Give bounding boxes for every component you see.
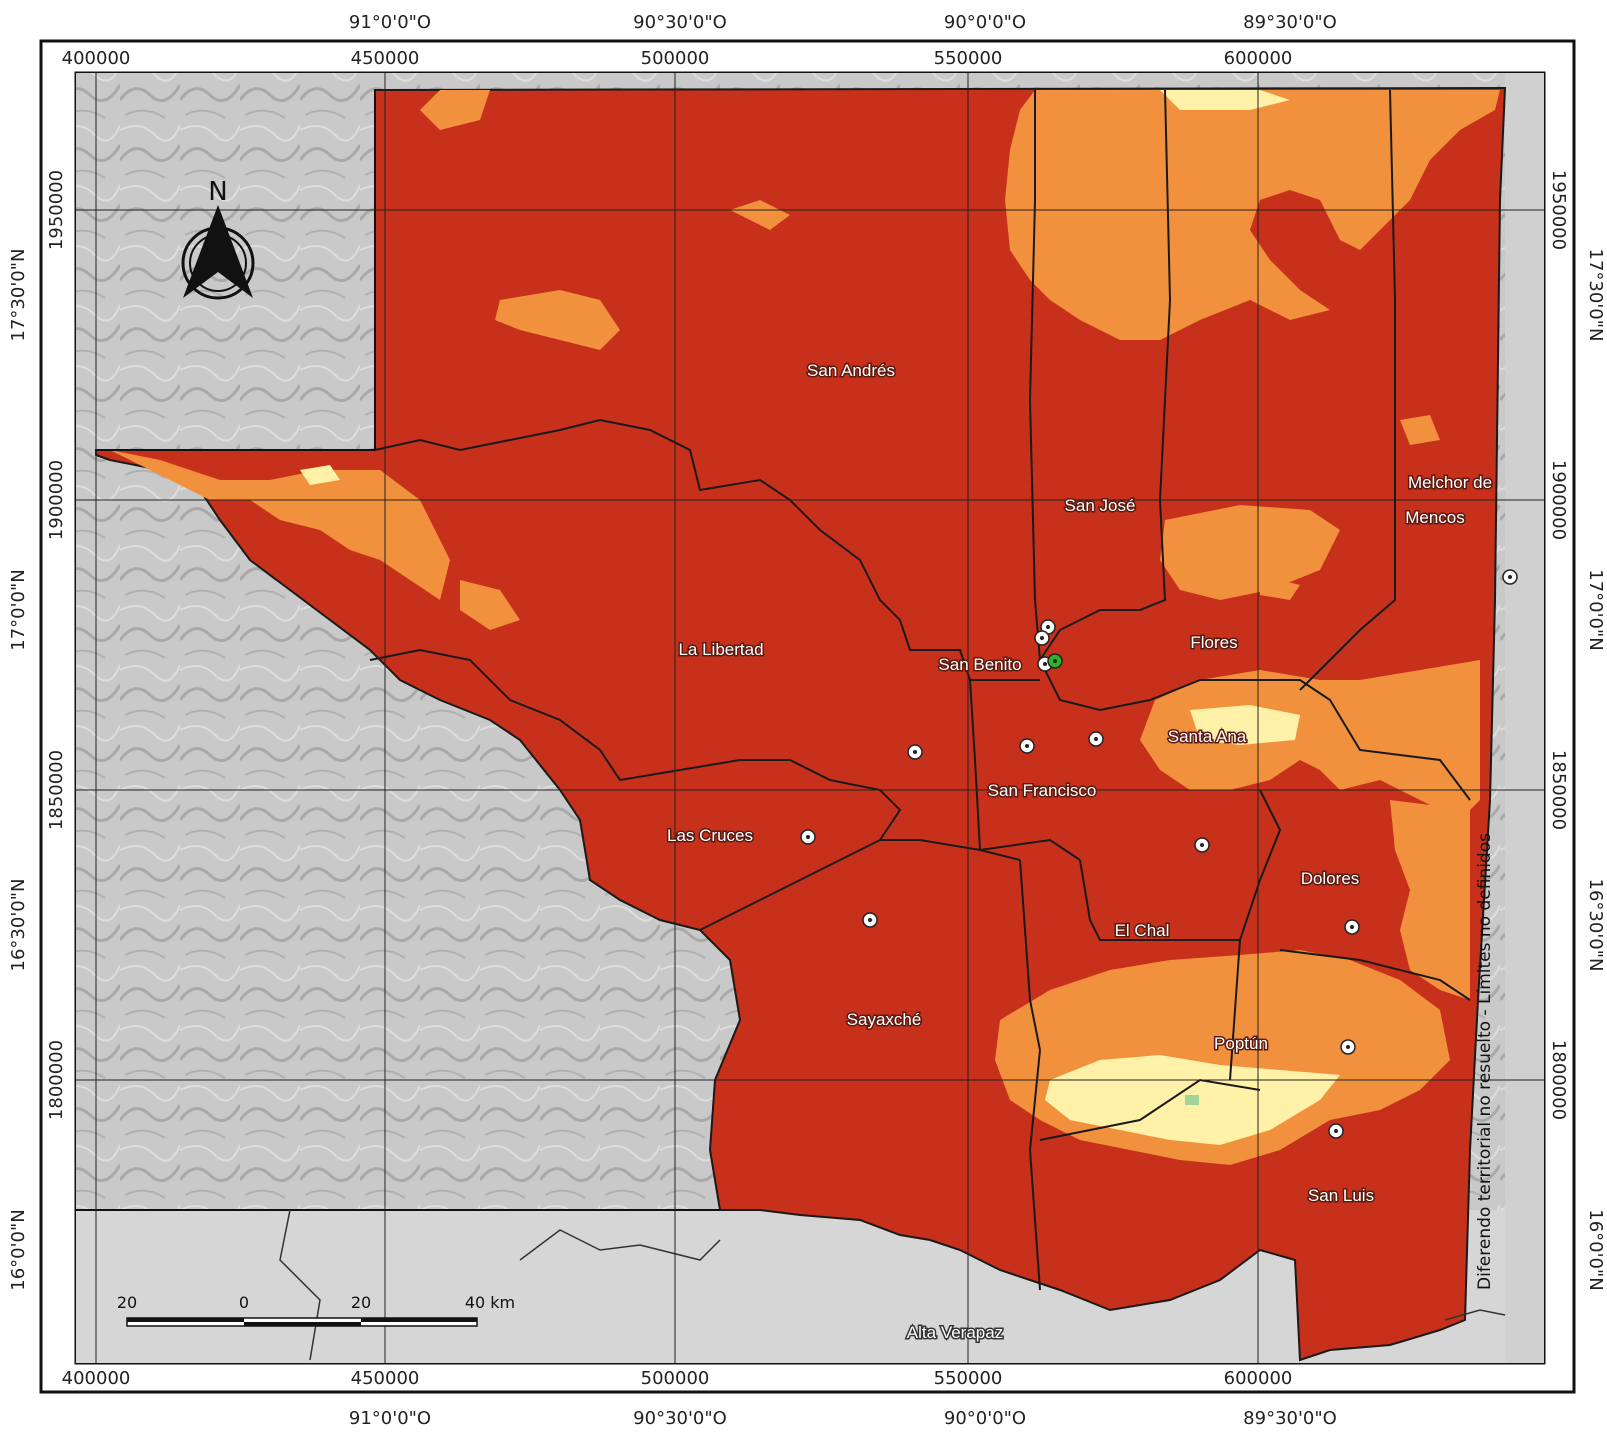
municipality-label: Santa Ana [1168, 727, 1247, 746]
bottom-easting-label: 500000 [641, 1368, 710, 1389]
seat-marker [1034, 630, 1050, 646]
belize-area [1505, 73, 1544, 1363]
bottom-easting-label: 450000 [351, 1368, 420, 1389]
north-arrow-icon: N [181, 177, 255, 300]
top-longitude-label: 90°30'0"O [633, 12, 727, 33]
top-easting-label: 400000 [62, 48, 131, 69]
municipality-label: El Chal [1115, 921, 1170, 940]
municipality-label: San Luis [1308, 1186, 1374, 1205]
left-latitude-label: 17°0'0"N [8, 569, 29, 651]
left-northing-label: 1800000 [46, 1040, 67, 1120]
municipality-label: Las Cruces [667, 826, 753, 845]
municipality-label: Melchor de [1408, 473, 1492, 492]
bottom-easting-label: 550000 [934, 1368, 1003, 1389]
top-easting-label: 550000 [934, 48, 1003, 69]
municipality-label: San Francisco [988, 781, 1097, 800]
grid-lines [76, 73, 1544, 1363]
right-northing-label: 1800000 [1548, 1040, 1569, 1120]
left-northing-label: 1900000 [46, 460, 67, 540]
municipality-label: Mencos [1405, 508, 1465, 527]
top-longitude-label: 91°0'0"O [349, 12, 431, 33]
right-latitude-label: 17°0'0"N [1585, 569, 1606, 651]
bottom-easting-label: 400000 [62, 1368, 131, 1389]
scale-label: 0 [239, 1293, 249, 1312]
neighbor-label: Alta Verapaz [907, 1323, 1003, 1342]
right-latitude-label: 17°30'0"N [1585, 249, 1606, 342]
municipality-label: Sayaxché [847, 1010, 922, 1029]
left-northing-label: 1850000 [46, 750, 67, 830]
seat-marker [800, 829, 816, 845]
seat-marker [1344, 919, 1360, 935]
right-latitude-label: 16°30'0"N [1585, 879, 1606, 972]
right-northing-label: 1950000 [1548, 170, 1569, 250]
bottom-easting-label: 600000 [1224, 1368, 1293, 1389]
left-northing-label: 1950000 [46, 170, 67, 250]
right-latitude-label: 16°0'0"N [1585, 1209, 1606, 1291]
top-longitude-label: 90°0'0"O [944, 12, 1026, 33]
top-longitude-label: 89°30'0"O [1243, 12, 1337, 33]
municipality-label: San Andrés [807, 361, 895, 380]
neighbor-boundaries [279, 1209, 1506, 1361]
top-easting-label: 500000 [641, 48, 710, 69]
territorial-note: Diferendo territorial no resuelto - Lími… [1475, 833, 1495, 1290]
bottom-longitude-label: 90°30'0"O [633, 1408, 727, 1429]
right-northing-label: 1900000 [1548, 460, 1569, 540]
municipality-label: Poptún [1214, 1034, 1268, 1053]
left-latitude-label: 16°30'0"N [8, 879, 29, 972]
municipality-label: Dolores [1301, 869, 1360, 888]
seat-marker [862, 912, 878, 928]
municipality-label: La Libertad [678, 640, 763, 659]
seat-marker [1340, 1039, 1356, 1055]
low-risk-zone [1185, 1095, 1199, 1105]
seat-marker [1088, 731, 1104, 747]
top-easting-label: 600000 [1224, 48, 1293, 69]
scale-label: 20 [351, 1293, 371, 1312]
left-latitude-label: 16°0'0"N [8, 1209, 29, 1291]
capital-marker [1047, 653, 1063, 669]
right-northing-label: 1850000 [1548, 750, 1569, 830]
bottom-longitude-label: 89°30'0"O [1243, 1408, 1337, 1429]
seat-marker [1328, 1123, 1344, 1139]
top-easting-label: 450000 [351, 48, 420, 69]
bottom-longitude-label: 91°0'0"O [349, 1408, 431, 1429]
seat-marker [907, 744, 923, 760]
municipality-label: Flores [1190, 633, 1237, 652]
municipal-boundaries [369, 89, 1471, 1291]
scale-label: 20 [117, 1293, 137, 1312]
left-latitude-label: 17°30'0"N [8, 249, 29, 342]
municipality-label: San Benito [938, 655, 1021, 674]
scale-bar: 20 0 20 40 km [117, 1293, 515, 1327]
seat-markers [800, 569, 1518, 1139]
bottom-longitude-label: 90°0'0"O [944, 1408, 1026, 1429]
municipality-label: San José [1065, 496, 1136, 515]
north-arrow-label: N [208, 177, 227, 207]
seat-marker [1502, 569, 1518, 585]
seat-marker [1019, 738, 1035, 754]
seat-marker [1194, 837, 1210, 853]
municipality-labels: San Andrés San José Melchor de Mencos La… [666, 360, 1494, 1207]
scale-label: 40 km [465, 1293, 515, 1312]
